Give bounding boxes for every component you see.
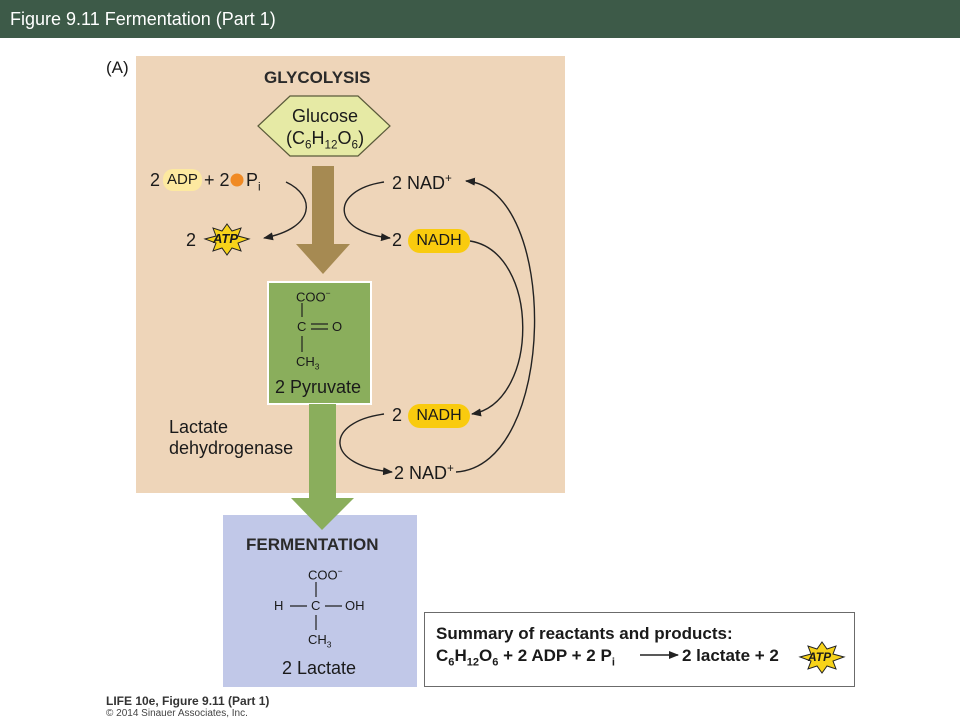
figure-title: Figure 9.11 Fermentation (Part 1) — [10, 9, 276, 29]
lactate-hydrogen: H — [274, 598, 284, 613]
glycolysis-arrow-head — [296, 244, 350, 274]
pyruvate-ch3: CH3 — [296, 354, 320, 372]
lactate-label: 2 Lactate — [282, 658, 357, 678]
panel-label: (A) — [106, 58, 129, 77]
pyruvate-carbon: C — [297, 319, 307, 334]
pyruvate-box — [267, 281, 372, 405]
fermentation-heading: FERMENTATION — [246, 535, 379, 554]
lactate-ch3: CH3 — [308, 632, 332, 650]
summary-equation-left: C6H12O6 + 2 ADP + 2 Pi — [436, 646, 615, 669]
nadh-transfer-arrow — [469, 240, 524, 417]
lactate-coo: COO− — [308, 566, 343, 583]
atp-coefficient: 2 — [186, 230, 197, 250]
pyruvate-coo: COO− — [296, 288, 331, 305]
adp-coefficient: 2 — [150, 170, 161, 190]
plus-two-label: + 2 — [204, 170, 230, 190]
fermentation-arrow-head — [291, 498, 354, 530]
glucose-formula: (C6H12O6) — [286, 128, 365, 152]
summary-title: Summary of reactants and products: — [436, 624, 733, 643]
figure-title-bar: Figure 9.11 Fermentation (Part 1) — [0, 0, 960, 38]
nadh-top-pill: NADH — [408, 229, 470, 253]
footer-copyright: © 2014 Sinauer Associates, Inc. — [106, 708, 248, 719]
summary-box — [424, 612, 855, 687]
enzyme-label-line2: dehydrogenase — [169, 438, 294, 458]
glycolysis-heading: GLYCOLYSIS — [264, 68, 371, 87]
nad-regeneration-arrow — [455, 177, 536, 473]
atp-label: ATP — [213, 231, 239, 246]
nadh-to-nad-arrow — [339, 413, 393, 476]
phosphate-label: Pi — [246, 170, 261, 194]
nadh-lower-pill: NADH — [408, 404, 470, 428]
atp-star-glycolysis — [203, 223, 251, 256]
glucose-hexagon — [257, 95, 391, 157]
pyruvate-label: 2 Pyruvate — [275, 377, 362, 397]
lactate-carbon: C — [311, 598, 321, 613]
summary-equation-right: 2 lactate + 2 — [682, 646, 779, 665]
fermentation-panel — [223, 515, 417, 687]
atp-star-summary — [798, 641, 846, 674]
footer-figure-credit: LIFE 10e, Figure 9.11 (Part 1) — [106, 694, 270, 708]
nadh-lower-coefficient: 2 — [392, 405, 403, 425]
nad-to-nadh-arrow — [343, 181, 391, 242]
glycolysis-arrow-shaft — [312, 166, 334, 244]
pyruvate-oxygen: O — [332, 319, 343, 334]
nadh-top-coefficient: 2 — [392, 230, 403, 250]
fermentation-arrow-shaft — [309, 404, 336, 500]
phosphate-dot — [230, 173, 244, 187]
glucose-label: Glucose — [292, 106, 359, 126]
lactate-oh: OH — [345, 598, 365, 613]
summary-atp-label: ATP — [808, 650, 832, 664]
nad-lower-label: 2 NAD+ — [394, 462, 454, 483]
enzyme-label-line1: Lactate — [169, 417, 229, 437]
nad-top-label: 2 NAD+ — [392, 172, 452, 193]
adp-to-atp-arrow — [263, 181, 307, 241]
adp-label: ADP — [163, 169, 202, 191]
